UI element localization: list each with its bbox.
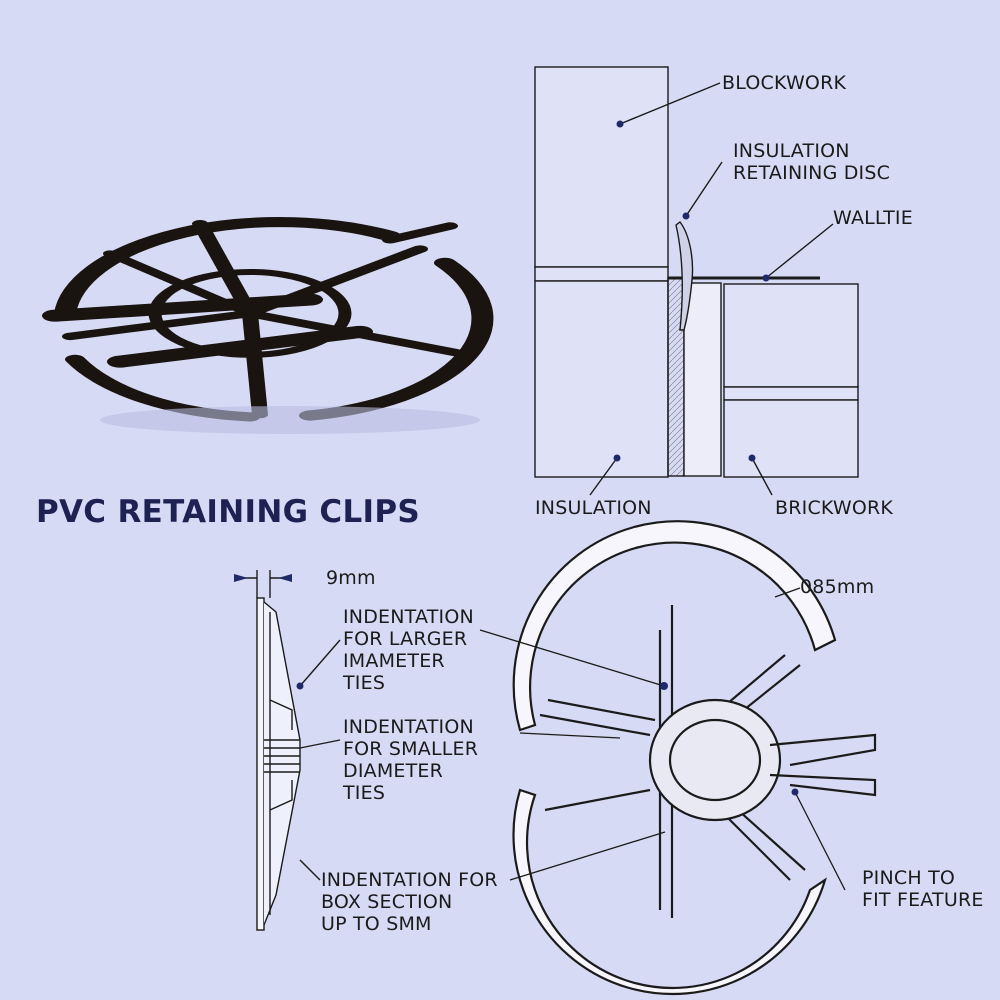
label-smaller-line1: INDENTATION: [343, 716, 474, 738]
label-box-line2: BOX SECTION: [321, 891, 453, 913]
label-disc-line2: RETAINING DISC: [733, 162, 891, 184]
label-larger-line2: FOR LARGER: [343, 628, 468, 650]
label-blockwork: BLOCKWORK: [722, 72, 847, 94]
front-leader-dots: [660, 682, 799, 796]
label-pinch-line1: PINCH TO: [862, 867, 956, 889]
label-walltie: WALLTIE: [833, 207, 913, 229]
label-larger-line3: IMAMETER: [343, 650, 445, 672]
label-pinch-line2: FIT FEATURE: [862, 889, 984, 911]
label-brickwork: BRICKWORK: [775, 497, 894, 519]
label-larger-line4: TIES: [343, 672, 386, 694]
label-smaller-line2: FOR SMALLER: [343, 738, 479, 760]
label-insulation: INSULATION: [535, 497, 652, 519]
label-disc-line1: INSULATION: [733, 140, 850, 162]
section-leader-dots: [613, 120, 770, 462]
front-leaders: [479, 587, 846, 891]
label-box-line1: INDENTATION FOR: [321, 869, 498, 891]
side-leader-dots: [234, 574, 304, 690]
label-thickness: 9mm: [326, 567, 376, 589]
page-title: PVC RETAINING CLIPS: [36, 494, 421, 530]
label-box-line3: UP TO SMM: [321, 913, 432, 935]
label-larger-line1: INDENTATION: [343, 606, 474, 628]
label-smaller-line3: DIAMETER: [343, 760, 444, 782]
wall-cross-section-diagram: [534, 66, 859, 496]
pvc-retaining-clip-photo: [42, 216, 494, 434]
label-smaller-line4: TIES: [343, 782, 386, 804]
label-diameter: 085mm: [800, 576, 875, 598]
clip-side-profile-drawing: [234, 570, 341, 931]
clip-front-view-drawing: [512, 520, 877, 996]
